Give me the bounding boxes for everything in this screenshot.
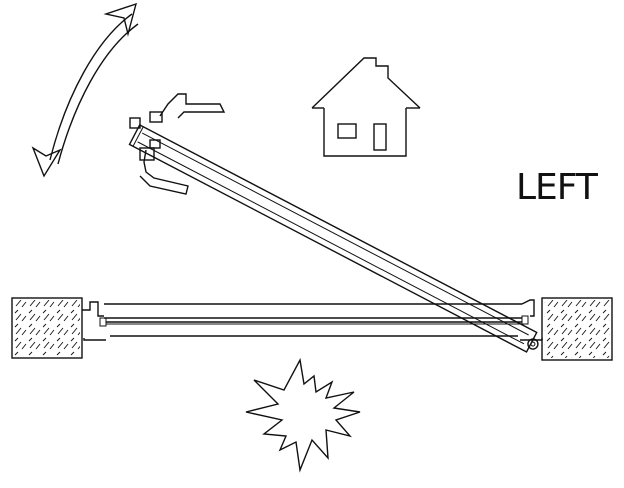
- open-door-leaf: [128, 123, 539, 353]
- door-frame: [82, 299, 543, 341]
- door-handle-upper: [129, 93, 226, 129]
- house-icon: [311, 57, 421, 157]
- handing-label: LEFT: [516, 167, 598, 208]
- left-wall: [11, 297, 83, 359]
- right-wall: [541, 297, 613, 361]
- door-handle-lower: [139, 139, 189, 195]
- double-curved-arrow-icon: [31, 2, 139, 178]
- sun-icon: [245, 357, 361, 473]
